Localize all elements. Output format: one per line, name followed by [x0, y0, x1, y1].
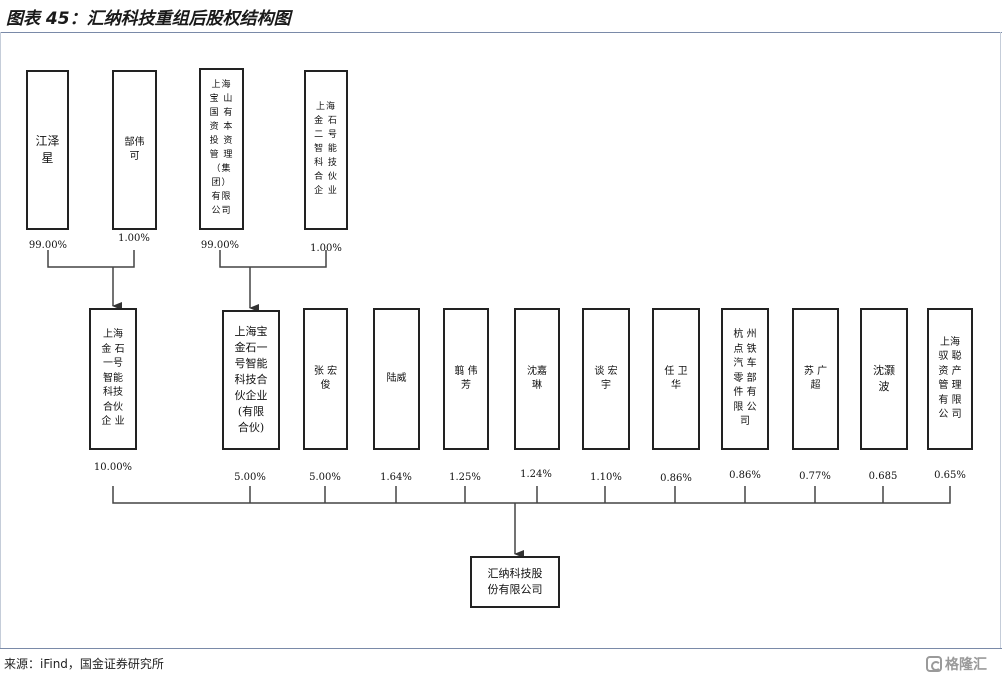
holder-box-jinshi-erhao: 上海 金 石 二 号 智 能 科 技 合 伙 企 业: [304, 70, 348, 230]
source-note: 来源：iFind，国金证券研究所: [4, 657, 164, 671]
connector-group1: [47, 250, 135, 268]
pct-ren-weihua: 0.86%: [660, 473, 692, 484]
pct-jinshi-yihao: 10.00%: [93, 462, 133, 473]
top-rule: [0, 32, 1002, 33]
pct-jiang-zexing: 99.00%: [28, 240, 68, 251]
pct-jinshi-erhao: 1.00%: [310, 243, 342, 254]
pct-zhang-hongjun: 5.00%: [309, 472, 341, 483]
holder-box-jinshi-yihao: 上海 金 石 一号 智能 科技 合伙 企 业: [89, 308, 137, 450]
holder-box-tan-hongyu: 谈 宏 宇: [582, 308, 630, 450]
left-border: [0, 32, 1, 648]
connector-group2: [219, 250, 327, 268]
holder-box-hangzhou-diantie: 杭 州 点 铁 汽 车 零 部 件 有 限 公 司: [721, 308, 769, 450]
pct-jian-weifang: 1.25%: [449, 472, 481, 483]
holder-box-baojin-yihao: 上海宝 金石一 号智能 科技合 伙企业 (有限 合伙): [222, 310, 280, 450]
holder-box-lu-wei: 陆威: [373, 308, 420, 450]
holder-box-jian-weifang: 翦 伟 芳: [443, 308, 489, 450]
pct-baoshan-sasac: 99.00%: [200, 240, 240, 251]
holder-box-jiang-zexing: 江泽星: [26, 70, 69, 230]
bottom-rule: [0, 648, 1002, 649]
connector-bus: [112, 486, 951, 504]
pct-baojin-yihao: 5.00%: [234, 472, 266, 483]
right-border: [1000, 32, 1001, 648]
pct-hangzhou-diantie: 0.86%: [729, 470, 761, 481]
pct-shen-jialin: 1.24%: [520, 469, 552, 480]
holder-box-zhang-hongjun: 张 宏 俊: [303, 308, 348, 450]
holder-box-shen-haobo: 沈灏 波: [860, 308, 908, 450]
figure-title: 图表 45：汇纳科技重组后股权结构图: [6, 9, 291, 29]
gelonghui-logo-icon: [926, 656, 942, 672]
pct-shen-haobo: 0.685: [868, 471, 898, 482]
pct-tan-hongyu: 1.10%: [590, 472, 622, 483]
pct-shanghai-yucong: 0.65%: [934, 470, 966, 481]
company-box-huina-keji: 汇纳科技股 份有限公司: [470, 556, 560, 608]
pct-su-guangchao: 0.77%: [799, 471, 831, 482]
holder-box-ren-weihua: 任 卫 华: [652, 308, 700, 450]
holder-box-shanghai-yucong: 上海 驭 聪 资 产 管 理 有 限 公 司: [927, 308, 973, 450]
holder-box-baoshan-sasac: 上海 宝 山 国 有 资 本 投 资 管 理 （集 团） 有限 公司: [199, 68, 244, 230]
pct-gao-weike: 1.00%: [118, 233, 150, 244]
holder-box-shen-jialin: 沈嘉 琳: [514, 308, 560, 450]
holder-box-su-guangchao: 苏 广 超: [792, 308, 839, 450]
watermark: 格隆汇: [926, 654, 987, 674]
pct-lu-wei: 1.64%: [380, 472, 412, 483]
watermark-text: 格隆汇: [945, 657, 987, 673]
holder-box-gao-weike: 郜伟 可: [112, 70, 157, 230]
